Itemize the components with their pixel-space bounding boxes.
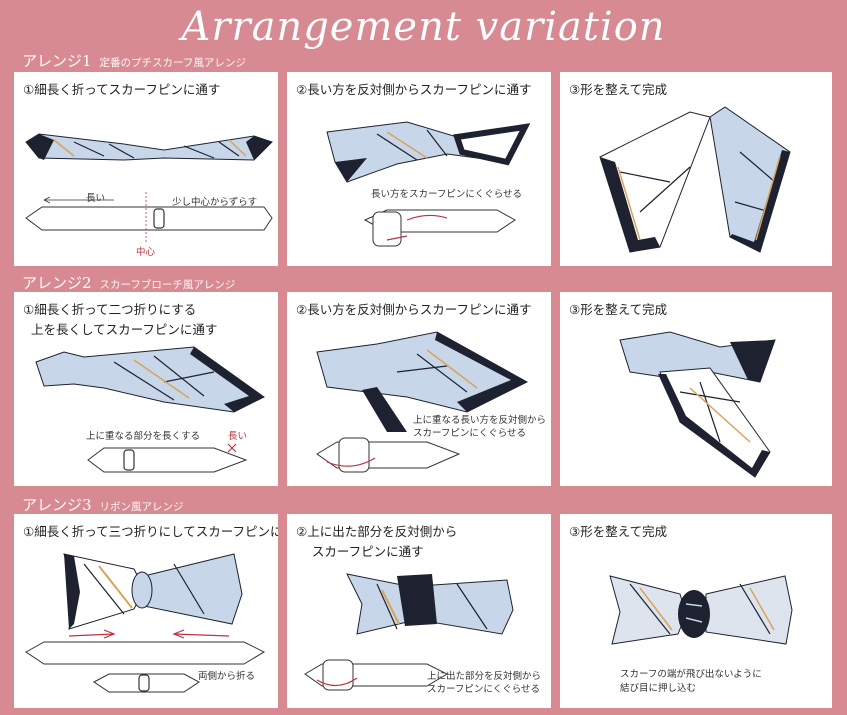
step-panel-1-3: ③形を整えて完成 [560, 72, 832, 266]
page-title: Arrangement variation [181, 4, 666, 50]
section-header-1: アレンジ1 定番のプチスカーフ風アレンジ [22, 50, 246, 71]
finished-scarf-illustration [599, 106, 791, 253]
step-panel-1-2: ②長い方を反対側からスカーフピンに通す 長い方をスカーフピンにくぐらせる [287, 72, 551, 266]
note-center: 中心 [136, 247, 156, 258]
note-pass-long-2: スカーフピンにくぐらせる [413, 428, 527, 439]
note-pass-long: 長い方をスカーフピンにくぐらせる [371, 189, 523, 200]
step-panel-2-1: ①細長く折って二つ折りにする 上を長くしてスカーフピンに通す 上に重なる部分を長… [14, 292, 278, 486]
step-panel-1-1: ①細長く折ってスカーフピンに通す 長い 少し中心からずらす 中心 [14, 72, 278, 266]
section-header-2: アレンジ2 スカーフブローチ風アレンジ [22, 272, 235, 293]
section-label: アレンジ3 [22, 496, 92, 514]
step-text: ③形を整えて完成 [569, 82, 668, 97]
step-panel-3-3: ③形を整えて完成 スカーフの端が飛び出ないように 結び目に押し込む [560, 514, 832, 708]
section-subtitle: 定番のプチスカーフ風アレンジ [99, 57, 246, 69]
step-text: ①細長く折ってスカーフピンに通す [23, 82, 221, 97]
step-text: ②上に出た部分を反対側から スカーフピンに通す [296, 524, 458, 559]
note-pass-top-1: 上に出た部分を反対側から [427, 671, 542, 682]
note-fold-both: 両側から折る [198, 671, 256, 682]
step-text: ③形を整えて完成 [569, 302, 668, 317]
step-panel-3-2: ②上に出た部分を反対側から スカーフピンに通す 上に出た部分を反対側から スカー… [287, 514, 551, 708]
finished-bow-illustration [609, 575, 793, 645]
step-text: ①細長く折って三つ折りにしてスカーフピンに通す [23, 524, 278, 539]
section-label: アレンジ2 [22, 274, 92, 292]
bow-scarf-illustration [25, 553, 266, 693]
step-panel-3-1: ①細長く折って三つ折りにしてスカーフピンに通す 両側から折る [14, 514, 278, 708]
step-text: ②長い方を反対側からスカーフピンに通す [296, 302, 532, 317]
step-panel-2-2: ②長い方を反対側からスカーフピンに通す 上に重なる長い方を反対側から スカーフピ… [287, 292, 551, 486]
section-subtitle: スカーフブローチ風アレンジ [99, 279, 236, 291]
folded-scarf-illustration [35, 346, 265, 473]
section-header-3: アレンジ3 リボン風アレンジ [22, 494, 184, 515]
step-text: ②長い方を反対側からスカーフピンに通す [296, 82, 532, 97]
folded-scarf-illustration [25, 133, 273, 242]
step-text: ①細長く折って二つ折りにする 上を長くしてスカーフピンに通す [23, 302, 218, 337]
note-long: 長い [228, 431, 248, 442]
note-long: 長い [86, 193, 106, 204]
step-text: ③形を整えて完成 [569, 524, 668, 539]
note-pass-top-2: スカーフピンにくぐらせる [427, 684, 541, 695]
note-tuck-2: 結び目に押し込む [620, 683, 697, 694]
note-tuck-1: スカーフの端が飛び出ないように [620, 669, 762, 680]
finished-scarf-illustration [619, 331, 776, 478]
note-offset: 少し中心からずらす [172, 197, 258, 208]
section-subtitle: リボン風アレンジ [99, 501, 184, 513]
bow-scarf-illustration [304, 573, 514, 691]
scarf-through-pin-illustration [316, 331, 529, 473]
scarf-through-pin-illustration [326, 121, 531, 247]
step-panel-2-3: ③形を整えて完成 [560, 292, 832, 486]
note-longer-top: 上に重なる部分を長くする [86, 431, 201, 442]
section-label: アレンジ1 [22, 52, 92, 70]
note-pass-long-1: 上に重なる長い方を反対側から [413, 415, 547, 426]
